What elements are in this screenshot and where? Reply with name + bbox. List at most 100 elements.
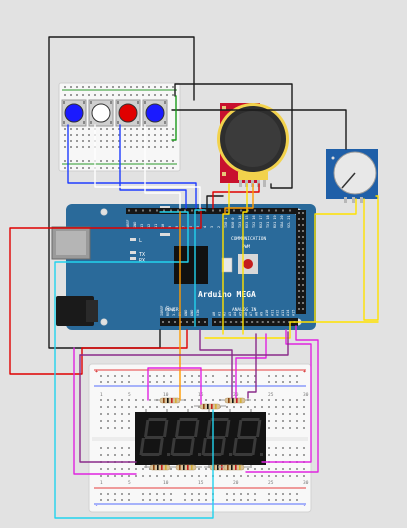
pin-label-analog: A0 [212, 312, 216, 316]
pushbutton-4[interactable] [142, 99, 168, 127]
pin-label-digital: RX1 19 [273, 215, 277, 228]
wire [261, 329, 312, 463]
pin-label-digital: 9 [168, 226, 172, 228]
wire [235, 333, 267, 399]
led-l-label: L [139, 238, 142, 244]
arduino-mega-board[interactable]: L TX RX COMMUNICATION PWM Arduino MEGA P… [51, 204, 316, 330]
wire [144, 124, 181, 209]
pin-label-digital: RX0 0 [231, 217, 235, 228]
pin-label-power: 3.3V [172, 307, 176, 316]
wire [9, 207, 202, 375]
potentiometer-module[interactable] [326, 149, 378, 203]
pushbutton-row [61, 99, 168, 127]
pin-label-digital: 12 [147, 224, 151, 228]
pin-label-digital: SCL 21 [287, 215, 291, 228]
pushbutton-1[interactable] [61, 99, 87, 127]
pushbutton-cap[interactable] [91, 103, 111, 123]
pin-label-power: IOREF [160, 305, 164, 316]
pin-label-digital: AREF [126, 220, 130, 228]
pushbutton-cap[interactable] [64, 103, 84, 123]
display-digit [232, 418, 263, 456]
pwm-label: PWM [242, 244, 250, 250]
pin-label-digital: GND [133, 222, 137, 228]
mini-breadboard-holes [64, 86, 174, 169]
wire [212, 183, 260, 209]
pushbutton-3[interactable] [115, 99, 141, 127]
wire [224, 183, 254, 215]
board-brand: Arduino MEGA [198, 289, 256, 299]
pin-label-analog: A3 [228, 312, 232, 316]
rail-minus-bottom-right: - [303, 503, 306, 509]
resistor [219, 397, 251, 404]
arduino-headers [126, 208, 306, 326]
display-digit [201, 418, 232, 456]
led-rx-label: RX [139, 258, 145, 264]
pin-label-analog: A7 [249, 312, 253, 316]
wire [81, 329, 188, 349]
pin-label-digital: SDA 20 [280, 215, 284, 228]
pushbutton-cap[interactable] [145, 103, 165, 123]
column-number-top: 5 [128, 392, 131, 398]
pin-label-analog: A4 [233, 312, 237, 316]
pin-label-analog: A12 [276, 310, 280, 316]
pin-label-digital: 2 [217, 226, 221, 228]
wire [147, 367, 202, 405]
wire [206, 195, 224, 213]
wire [171, 109, 347, 150]
wire [48, 36, 195, 349]
pin-label-power: VIN [196, 310, 200, 316]
joystick-module[interactable] [217, 103, 289, 187]
pin-label-digital: 8 [175, 226, 179, 228]
pin-label-digital: 13 [140, 224, 144, 228]
pin-label-digital: RX2 17 [259, 215, 263, 228]
rail-minus-bottom: - [95, 503, 98, 509]
column-number-bottom: 30 [303, 480, 309, 486]
pin-label-digital: 4 [203, 226, 207, 228]
pin-label-analog: A15 [292, 310, 296, 316]
wire [199, 329, 233, 399]
pin-label-analog: A14 [286, 310, 290, 316]
wire [171, 95, 177, 141]
column-number-top: 25 [268, 392, 274, 398]
wire [174, 83, 293, 189]
resistor [170, 464, 202, 471]
column-number-top: 10 [163, 392, 169, 398]
pin-label-digital: 6 [189, 226, 193, 228]
wire [94, 124, 201, 209]
wire [79, 331, 289, 356]
led-tx-label: TX [139, 252, 145, 258]
potentiometer-pins [344, 197, 363, 203]
wire [242, 183, 248, 335]
wire [119, 124, 187, 209]
communication-label: COMMUNICATION [231, 236, 267, 242]
pin-label-analog: A6 [244, 312, 248, 316]
pin-label-digital: 5 [196, 226, 200, 228]
column-number-bottom: 20 [233, 480, 239, 486]
pushbutton-2[interactable] [88, 99, 114, 127]
pin-label-analog: A9 [260, 312, 264, 316]
resistor [144, 464, 176, 471]
joystick-knob[interactable] [225, 111, 281, 167]
pin-label-analog: A10 [265, 310, 269, 316]
pin-label-digital: 7 [182, 226, 186, 228]
pin-label-digital: TX0 1 [224, 217, 228, 228]
pin-label-analog: A2 [223, 312, 227, 316]
pin-label-digital: RX3 15 [245, 215, 249, 228]
pin-label-analog: A5 [239, 312, 243, 316]
wire [245, 325, 319, 473]
pin-label-analog: A13 [281, 310, 285, 316]
resistor [218, 464, 250, 471]
wire [54, 211, 214, 519]
pin-label-analog: A8 [254, 312, 258, 316]
display-digit [139, 418, 170, 456]
wire [204, 321, 379, 339]
column-number-bottom: 25 [268, 480, 274, 486]
display-digits [139, 409, 263, 468]
wire [194, 209, 206, 327]
pin-label-digital: TX3 14 [238, 215, 242, 228]
pushbutton-cap[interactable] [118, 103, 138, 123]
pin-label-digital: 10 [161, 224, 165, 228]
resistors [144, 397, 251, 471]
